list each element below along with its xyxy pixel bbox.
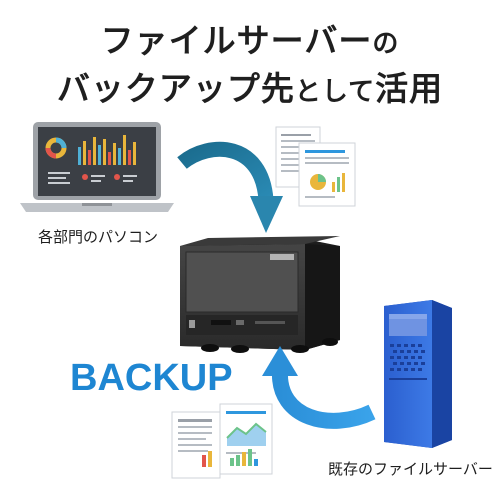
headline-line-2: バックアップ先として活用	[0, 62, 500, 110]
laptop-icon	[20, 122, 174, 212]
headline-line-1-main: ファイルサーバー	[100, 21, 373, 60]
arrow-pc-to-nas-icon	[177, 141, 283, 233]
headline-line-2-c: 活用	[375, 69, 444, 108]
headline-line-2-a: バックアップ先	[56, 69, 295, 108]
headline-line-2-b: として	[294, 77, 376, 107]
backup-label: BACKUP	[70, 357, 233, 399]
documents-top-icon	[275, 126, 356, 207]
documents-bottom-icon	[171, 403, 273, 479]
file-server-tower-icon	[384, 300, 452, 448]
nas-device-icon	[180, 236, 340, 353]
headline-line-1: ファイルサーバーの	[0, 14, 500, 62]
headline-line-1-tail: の	[372, 29, 400, 59]
pc-label: 各部門のパソコン	[38, 228, 159, 246]
arrow-server-to-nas-icon	[262, 346, 376, 429]
server-label: 既存のファイルサーバー	[328, 460, 493, 478]
